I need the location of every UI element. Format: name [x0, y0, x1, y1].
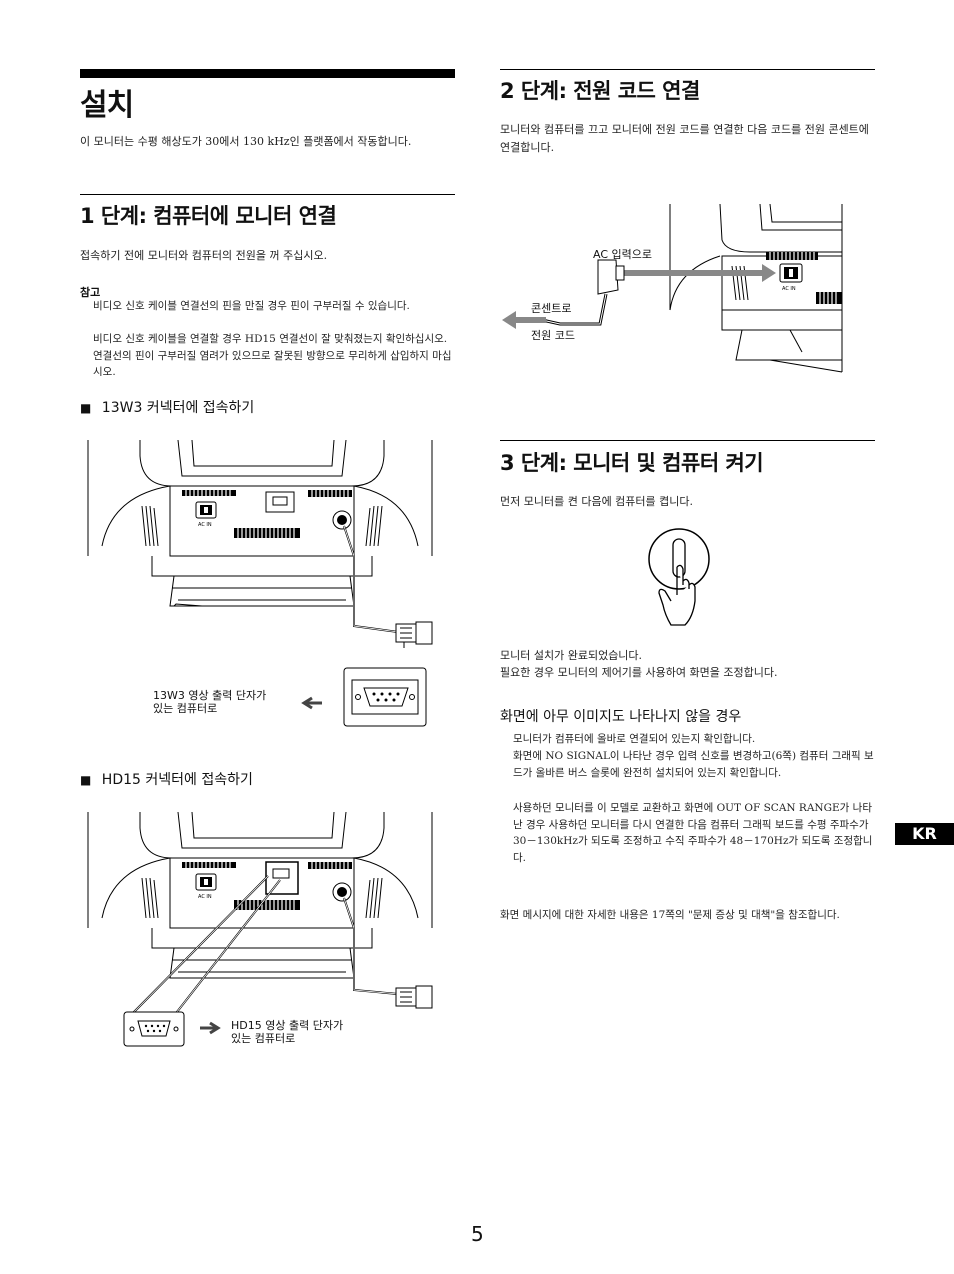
- sub1-title: 13W3 커넥터에 접속하기: [101, 400, 255, 416]
- no-image-item-2: 화면에 NO SIGNAL이 나타난 경우 입력 신호를 변경하고(6쪽) 컴퓨…: [513, 750, 874, 779]
- power-cord-diagram: AC IN: [502, 203, 843, 373]
- monitor-rear-hd15-diagram: AC IN: [87, 811, 433, 1047]
- sub1-heading: ■ 13W3 커넥터에 접속하기: [80, 397, 254, 417]
- label-ac-input: AC 입력으로: [593, 248, 652, 261]
- step2-rule: [500, 69, 875, 70]
- step3-text: 먼저 모니터를 켠 다음에 컴퓨터를 켭니다.: [500, 495, 694, 508]
- setup-done-line2: 필요한 경우 모니터의 제어기를 사용하여 화면을 조정합니다.: [500, 666, 778, 679]
- reference-text: 화면 메시지에 대한 자세한 내용은 17쪽의 "문제 증상 및 대책"을 참조…: [500, 909, 840, 921]
- step2-text: 모니터와 컴퓨터를 끄고 모니터에 전원 코드를 연결한 다음 코드를 전원 콘…: [500, 123, 869, 154]
- no-image-item-3: 사용하던 모니터를 이 모델로 교환하고 화면에 OUT OF SCAN RAN…: [513, 802, 873, 864]
- bullet-icon: ■: [80, 401, 92, 415]
- note-item-2: 비디오 신호 케이블을 연결할 경우 HD15 연결선이 잘 맞춰졌는지 확인하…: [93, 333, 452, 378]
- step1-text: 접속하기 전에 모니터와 컴퓨터의 전원을 꺼 주십시오.: [80, 249, 328, 262]
- step3-heading: 3 단계: 모니터 및 컴퓨터 켜기: [500, 451, 764, 475]
- note-label: 참고: [80, 286, 101, 299]
- no-image-heading: 화면에 아무 이미지도 나타나지 않을 경우: [500, 709, 742, 725]
- page-number: 5: [471, 1222, 484, 1246]
- step1-heading: 1 단계: 컴퓨터에 모니터 연결: [80, 204, 337, 228]
- language-tab: KR: [895, 823, 954, 845]
- step2-heading: 2 단계: 전원 코드 연결: [500, 79, 700, 103]
- section-title-bar: [80, 69, 455, 78]
- bullet-icon: ■: [80, 773, 92, 787]
- note-item-1: 비디오 신호 케이블 연결선의 핀을 만질 경우 핀이 구부러질 수 있습니다.: [93, 300, 410, 312]
- ac-in-label: AC IN: [782, 286, 796, 292]
- ac-in-label: AC IN: [198, 894, 212, 900]
- step3-rule: [500, 440, 875, 441]
- no-image-item-1: 모니터가 컴퓨터에 올바로 연결되어 있는지 확인합니다.: [513, 733, 756, 745]
- label-outlet: 콘센트로: [531, 302, 572, 315]
- sub2-heading: ■ HD15 커넥터에 접속하기: [80, 769, 253, 789]
- ac-in-label: AC IN: [198, 522, 212, 528]
- diagram1-label: 13W3 영상 출력 단자가 있는 컴퓨터로: [153, 689, 267, 715]
- label-power-cord: 전원 코드: [531, 329, 575, 342]
- sub2-title: HD15 커넥터에 접속하기: [101, 772, 253, 788]
- setup-done-line1: 모니터 설치가 완료되었습니다.: [500, 649, 643, 662]
- power-button-press-icon: [648, 528, 710, 626]
- diagram2-label: HD15 영상 출력 단자가 있는 컴퓨터로: [231, 1019, 344, 1045]
- step1-rule: [80, 194, 455, 195]
- monitor-rear-13w3-diagram: AC IN: [87, 439, 433, 727]
- intro-text: 이 모니터는 수평 해상도가 30에서 130 kHz인 플랫폼에서 작동합니다…: [80, 135, 412, 148]
- section-title: 설치: [80, 88, 134, 123]
